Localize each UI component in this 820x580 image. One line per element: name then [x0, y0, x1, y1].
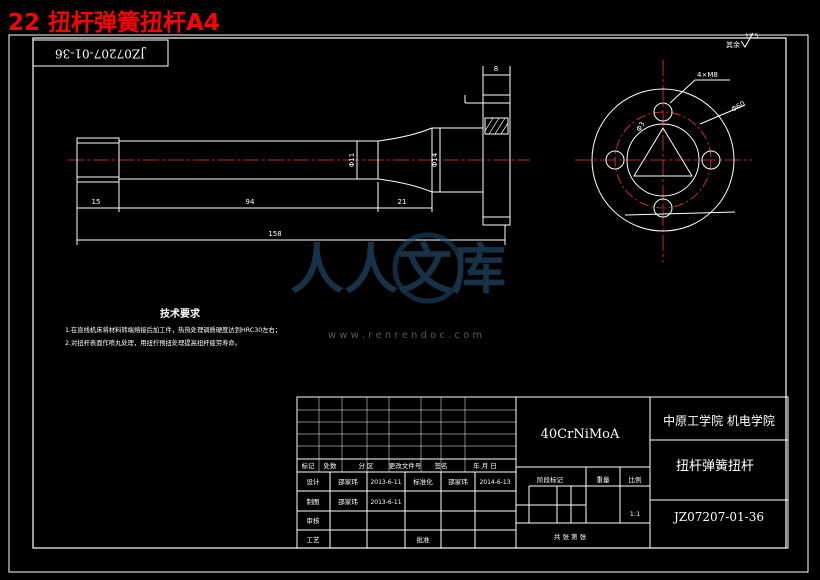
row-name: 邵家玮: [338, 497, 358, 506]
scale-value: 1:1: [630, 510, 640, 518]
row-name2: 邵家玮: [448, 477, 468, 486]
dim-center: Φ3: [635, 120, 647, 133]
row-role: 审核: [307, 516, 321, 525]
dim-15: 15: [92, 198, 101, 206]
flange: [482, 94, 511, 226]
hub-circle: [626, 123, 700, 197]
tech-req-title: 技术要求: [160, 307, 201, 320]
row-name: 邵家玮: [338, 477, 358, 486]
hdr-count: 处数: [324, 461, 338, 470]
roughness-label: 其余: [726, 40, 740, 49]
row-role2: 标准化: [413, 477, 433, 486]
dim-shaft-diameter: Φ11: [348, 153, 356, 167]
dim-flange-8: 8: [494, 65, 498, 73]
title-block: [296, 396, 789, 549]
rotated-number-box: [32, 39, 169, 67]
row-date: 2013-6-11: [370, 499, 401, 506]
row-role: 设计: [307, 477, 321, 486]
roughness-symbol: [740, 32, 754, 48]
row-role2: 批准: [417, 535, 431, 544]
hdr-sign: 签名: [435, 461, 448, 470]
watermark-brand: 人人文库: [290, 238, 506, 301]
watermark-url: w w w . r e n r e n d o c . c o m: [328, 330, 482, 341]
part-name: 扭杆弹簧扭杆: [676, 458, 754, 474]
bolt-hole-top: [653, 102, 673, 122]
bolt-hole-bottom: [653, 198, 673, 218]
dim-collar-diameter: Φ14: [431, 152, 439, 167]
outer-frame: [8, 34, 809, 573]
bolt-circle: [614, 111, 712, 209]
drawing-number: JZ07207-01-36: [672, 510, 764, 524]
dim-21: 21: [398, 198, 407, 206]
scale-label: 比例: [629, 475, 642, 484]
spline-triangle: [633, 127, 693, 177]
row-date2: 2014-6-13: [479, 479, 510, 486]
row-role: 工艺: [307, 536, 321, 544]
bolt-hole-right: [701, 150, 721, 170]
weight-label: 重量: [597, 476, 611, 484]
dim-158: 158: [268, 230, 281, 238]
school-name: 中原工学院 机电学院: [663, 413, 775, 428]
person-rows: 设计 邵家玮 2013-6-11 标准化 邵家玮 2014-6-13 制图 邵家…: [307, 477, 511, 544]
hdr-change: 更改文件号: [389, 461, 422, 470]
row-date: 2013-6-11: [370, 479, 401, 486]
tech-req-line-2: 2.对扭杆表面作喷丸处理，用扭拧预扭处理提高扭杆疲劳寿命。: [65, 338, 241, 347]
flange-outer-circle: [591, 88, 735, 232]
material: 40CrNiMoA: [541, 427, 620, 442]
row-role: 制图: [307, 497, 320, 506]
roughness-value: 12.5: [745, 33, 759, 40]
bolt-hole-left: [605, 150, 625, 170]
hdr-date: 年 月 日: [473, 461, 497, 470]
flange-end-view: [575, 60, 752, 262]
watermark: 人人文库 w w w . r e n r e n d o c . c o m: [290, 232, 506, 341]
page-title: 22 扭杆弹簧扭杆A4: [8, 9, 220, 36]
dim-bolt-circle: Φ60: [730, 100, 746, 114]
tech-req-line-1: 1.在直线机床将材料转端熔接后加工件，热热处理调质硬度达到HRC30左右；: [65, 325, 281, 334]
hdr-zone: 分 区: [358, 461, 374, 470]
stage-label: 阶段标记: [537, 475, 564, 484]
rotated-drawing-number: JZ07207-01-36: [55, 47, 147, 61]
hdr-mark: 标记: [302, 461, 316, 470]
dim-94: 94: [246, 198, 255, 206]
dim-holes: 4×M8: [697, 71, 718, 79]
spline-end: [76, 137, 120, 183]
shaft-side-view: [68, 66, 530, 245]
sheet-info: 共 张 第 张: [554, 532, 587, 541]
